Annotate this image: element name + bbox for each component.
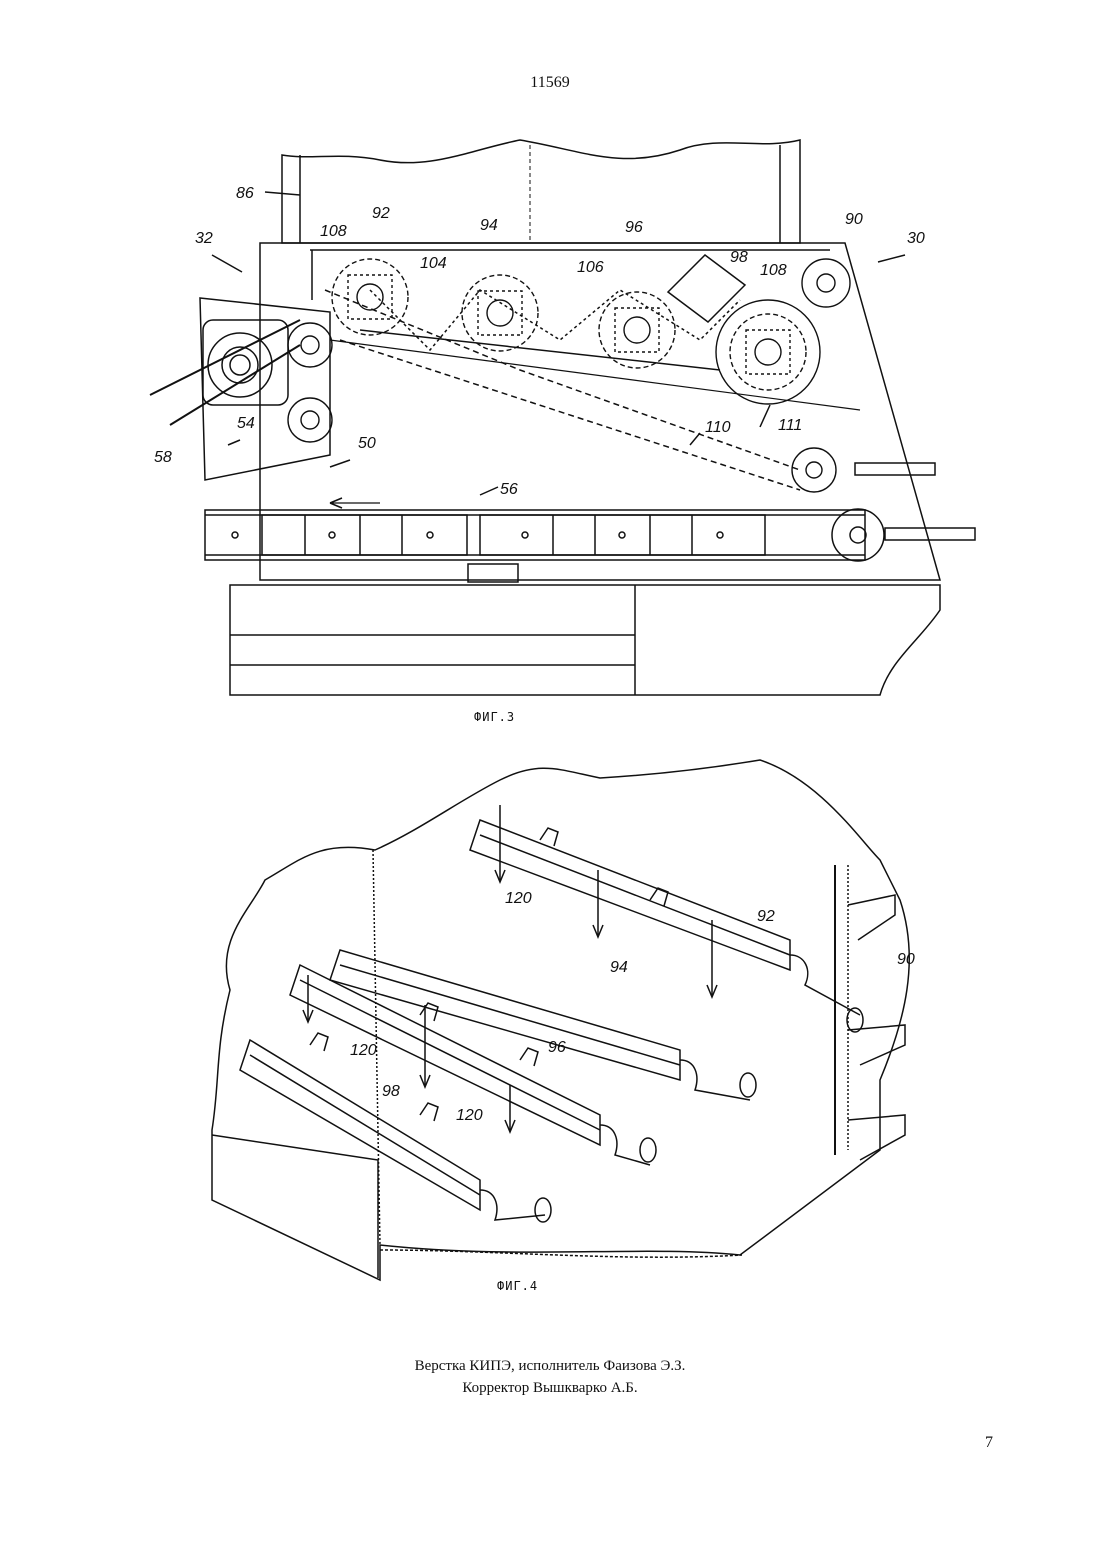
- fig4-label-120-top: 120: [505, 890, 532, 907]
- figure-4-caption: ФИГ.4: [497, 1279, 538, 1293]
- page-number: 7: [985, 1434, 993, 1452]
- fig4-label-98: 98: [382, 1083, 400, 1100]
- credits-line-2: Корректор Вышкварко А.Б.: [0, 1377, 1100, 1399]
- fig4-label-120-middle: 120: [350, 1042, 377, 1059]
- fig4-label-92: 92: [757, 908, 775, 925]
- figure-4-drawing: 92 94 96 98 90 120 120 120: [0, 0, 1100, 1300]
- fig4-label-90: 90: [897, 951, 915, 968]
- fig4-label-94: 94: [610, 959, 628, 976]
- credits-line-1: Верстка КИПЭ, исполнитель Фаизова Э.З.: [0, 1355, 1100, 1377]
- credits: Верстка КИПЭ, исполнитель Фаизова Э.З. К…: [0, 1355, 1100, 1399]
- fig4-label-96: 96: [548, 1039, 566, 1056]
- fig4-label-120-bottom: 120: [456, 1107, 483, 1124]
